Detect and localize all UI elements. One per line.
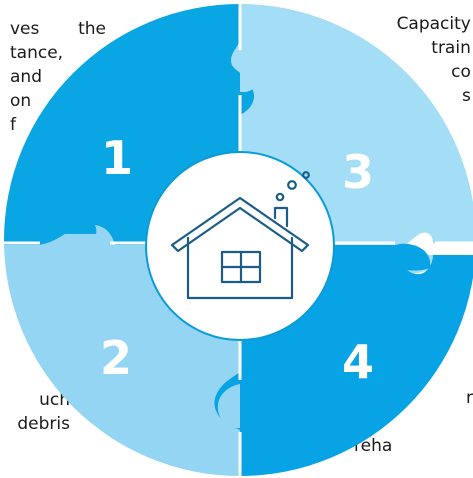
text-line: ves the: [10, 19, 106, 39]
piece-number-4: 4: [342, 335, 374, 389]
knob-3-right-bump: [240, 53, 265, 92]
knob-1-bottom-bump: [48, 212, 97, 234]
text-line: tance,: [10, 43, 64, 63]
text-block-top-right: Capacity train co s: [372, 12, 471, 108]
knob-2-right-bump: [217, 384, 240, 429]
text-line: co: [451, 62, 471, 82]
text-line: debris: [17, 414, 70, 434]
text-block-top-left: ves the tance, and on f: [10, 17, 106, 137]
text-line: r: [466, 388, 473, 408]
center-circle: [145, 151, 335, 341]
piece-number-3: 3: [342, 145, 374, 199]
house-icon: [170, 171, 310, 300]
text-line: Capacity: [396, 14, 471, 34]
knob-4-top-bump: [382, 243, 431, 271]
text-line: s: [462, 86, 471, 106]
text-line: on: [10, 91, 32, 111]
text-line: train: [431, 38, 471, 58]
piece-number-1: 1: [101, 131, 133, 185]
text-line: and: [10, 67, 42, 87]
text-line: f: [10, 115, 16, 135]
piece-number-2: 2: [100, 331, 132, 385]
